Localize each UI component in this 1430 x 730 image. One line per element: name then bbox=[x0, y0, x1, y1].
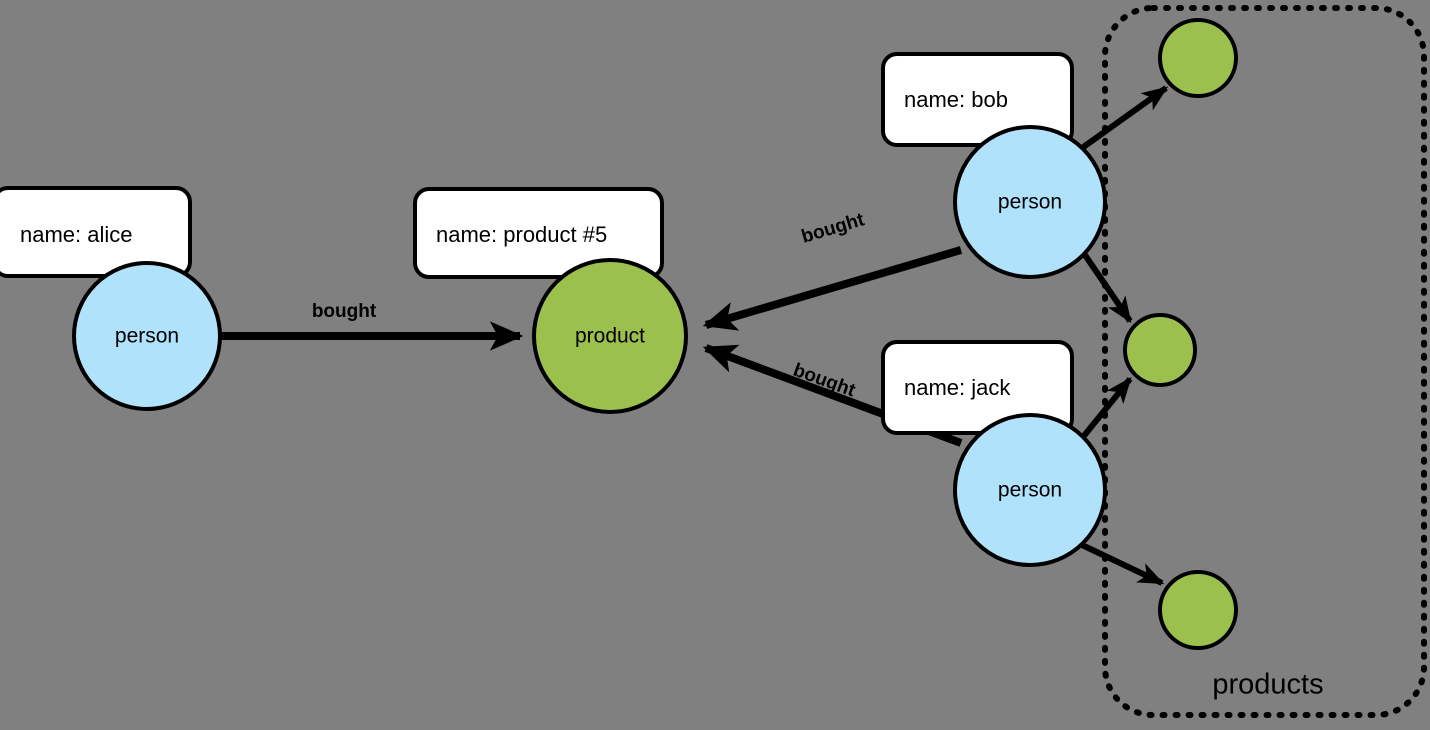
node-type-label-product5: product bbox=[575, 325, 645, 348]
edge-label-bob-bought: bought bbox=[799, 209, 867, 248]
edge-label-alice-bought: bought bbox=[312, 301, 377, 322]
product-node-middle[interactable] bbox=[1123, 313, 1197, 387]
node-circle-bob[interactable] bbox=[953, 125, 1107, 279]
product-node-top[interactable] bbox=[1158, 18, 1238, 98]
edge-alice-bought-product: bought bbox=[221, 301, 524, 351]
edge-bob-bought-product: bought bbox=[702, 209, 963, 331]
property-text-alice: name: alice bbox=[20, 222, 133, 247]
node-product5[interactable]: name: product #5 product bbox=[413, 187, 688, 414]
node-type-label-jack: person bbox=[998, 479, 1062, 502]
property-text-bob: name: bob bbox=[904, 87, 1008, 112]
node-type-label-bob: person bbox=[998, 191, 1062, 214]
property-box-jack bbox=[881, 340, 1074, 435]
property-box-alice bbox=[0, 186, 192, 278]
property-box-product5 bbox=[413, 187, 664, 279]
edge-line-bob-product-middle bbox=[1082, 253, 1133, 324]
node-alice[interactable]: name: alice person bbox=[0, 186, 222, 411]
node-type-label-alice: person bbox=[115, 325, 179, 348]
products-group-container: products bbox=[1102, 5, 1427, 718]
node-bob[interactable]: name: bob person bbox=[881, 52, 1107, 279]
node-circle-jack[interactable] bbox=[953, 413, 1107, 567]
edge-line-bob-product-top bbox=[1080, 85, 1169, 151]
products-group-border bbox=[1102, 5, 1427, 718]
property-box-bob bbox=[881, 52, 1074, 147]
property-text-product5: name: product #5 bbox=[436, 222, 607, 247]
edge-line-jack-product-bottom bbox=[1080, 542, 1165, 586]
edge-line-jack-product-middle bbox=[1080, 376, 1133, 439]
node-circle-alice[interactable] bbox=[72, 261, 222, 411]
node-circle-product5[interactable] bbox=[532, 258, 688, 414]
property-text-jack: name: jack bbox=[904, 375, 1011, 400]
product-node-bottom[interactable] bbox=[1158, 570, 1238, 650]
edge-line-bob-product bbox=[702, 246, 963, 331]
products-group-label: products bbox=[1212, 669, 1323, 701]
node-jack[interactable]: name: jack person bbox=[881, 340, 1107, 567]
